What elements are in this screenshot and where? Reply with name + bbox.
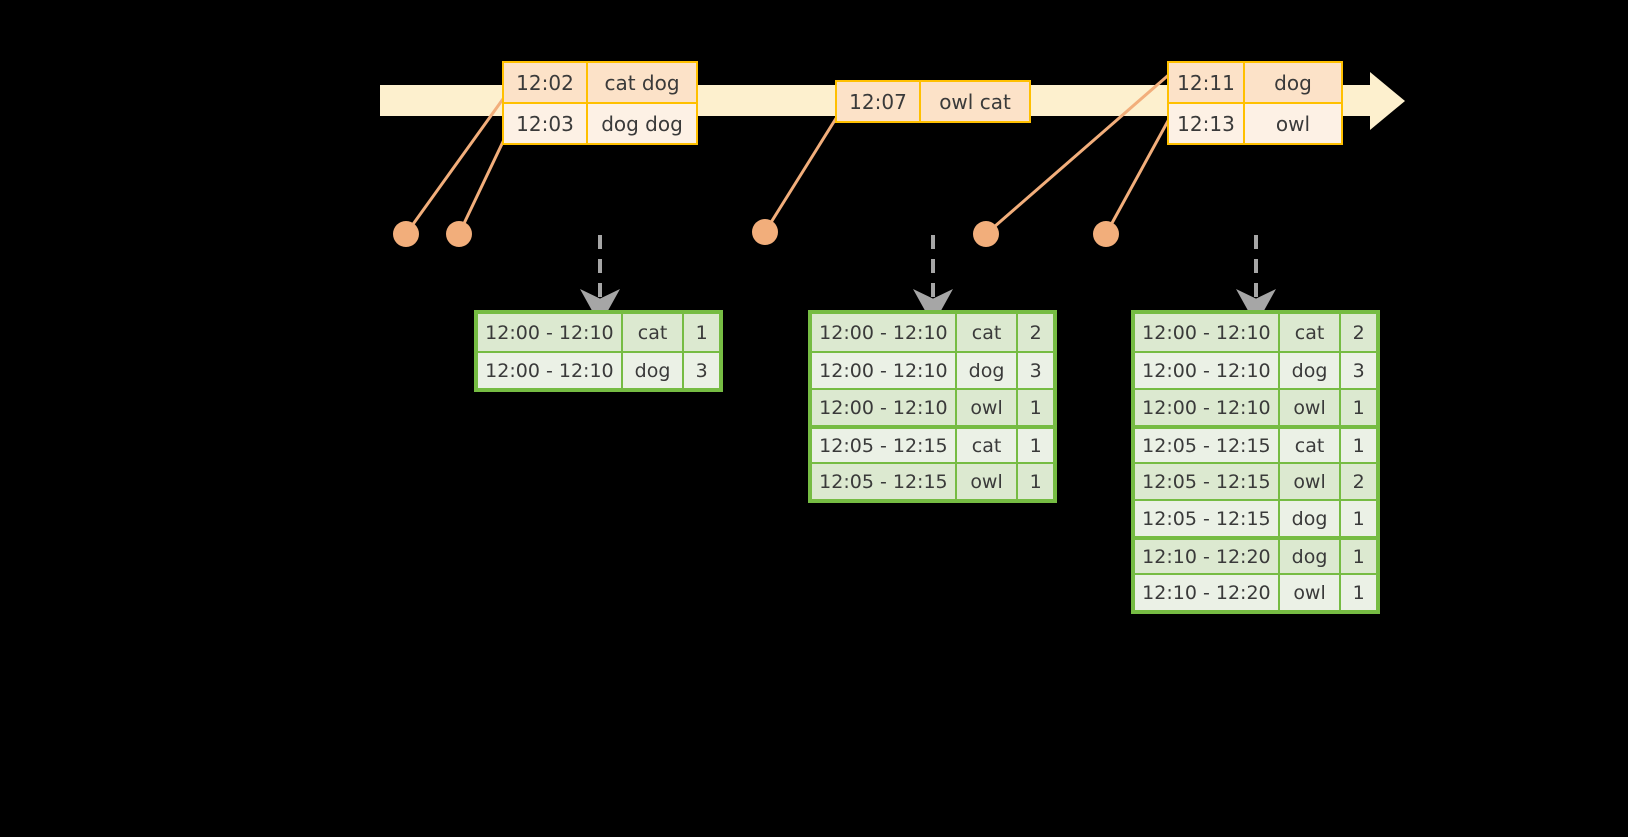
timeline-arrowhead-icon — [1370, 72, 1405, 130]
count-cell: 1 — [1339, 575, 1376, 610]
event-row: 12:02 cat dog — [504, 63, 696, 102]
event-time: 12:13 — [1169, 104, 1243, 143]
dashed-arrows — [580, 235, 1276, 325]
word-cell: cat — [954, 314, 1017, 351]
event-row: 12:13 owl — [1169, 102, 1341, 143]
event-time: 12:11 — [1169, 63, 1243, 102]
word-cell: dog — [954, 353, 1017, 388]
word-cell: cat — [954, 429, 1017, 462]
event-dot-icon — [446, 221, 472, 247]
window-cell: 12:00 - 12:10 — [478, 353, 621, 388]
word-cell: owl — [1277, 575, 1340, 610]
event-dot-icon — [752, 219, 778, 245]
window-cell: 12:00 - 12:10 — [812, 390, 955, 425]
count-cell: 1 — [1339, 540, 1376, 573]
count-cell: 1 — [1016, 390, 1053, 425]
count-cell: 1 — [1016, 464, 1053, 499]
event-row: 12:11 dog — [1169, 63, 1341, 102]
count-cell: 1 — [1016, 429, 1053, 462]
count-cell: 2 — [1339, 464, 1376, 499]
count-cell: 1 — [1339, 429, 1376, 462]
word-cell: dog — [1277, 540, 1340, 573]
window-cell: 12:00 - 12:10 — [1135, 314, 1278, 351]
window-cell: 12:00 - 12:10 — [1135, 390, 1278, 425]
event-dot-icon — [393, 221, 419, 247]
window-cell: 12:00 - 12:10 — [812, 353, 955, 388]
event-words: owl — [1243, 104, 1341, 143]
count-cell: 2 — [1016, 314, 1053, 351]
window-cell: 12:05 - 12:15 — [1135, 501, 1278, 536]
word-cell: cat — [1277, 429, 1340, 462]
count-cell: 1 — [1339, 390, 1376, 425]
event-row: 12:03 dog dog — [504, 102, 696, 143]
event-box-1207[interactable]: 12:07 owl cat — [835, 80, 1031, 123]
window-cell: 12:10 - 12:20 — [1135, 575, 1278, 610]
event-row: 12:07 owl cat — [837, 82, 1029, 121]
event-dot-icon — [973, 221, 999, 247]
count-cell: 3 — [1016, 353, 1053, 388]
event-box-1211-1213[interactable]: 12:11 dog 12:13 owl — [1167, 61, 1343, 145]
connector-line — [1104, 109, 1176, 235]
event-words: dog dog — [586, 104, 696, 143]
word-cell: owl — [1277, 390, 1340, 425]
count-cell: 2 — [1339, 314, 1376, 351]
window-cell: 12:00 - 12:10 — [812, 314, 955, 351]
event-words: owl cat — [919, 82, 1029, 121]
event-words: cat dog — [586, 63, 696, 102]
event-words: dog — [1243, 63, 1341, 102]
word-cell: cat — [620, 314, 683, 351]
word-cell: dog — [620, 353, 683, 388]
word-cell: owl — [1277, 464, 1340, 499]
window-cell: 12:05 - 12:15 — [812, 429, 955, 462]
count-cell: 1 — [1339, 501, 1376, 536]
event-time: 12:03 — [504, 104, 586, 143]
window-cell: 12:05 - 12:15 — [1135, 464, 1278, 499]
window-cell: 12:05 - 12:15 — [1135, 429, 1278, 462]
event-dot-icon — [1093, 221, 1119, 247]
word-cell: owl — [954, 464, 1017, 499]
window-cell: 12:05 - 12:15 — [812, 464, 955, 499]
word-cell: dog — [1277, 501, 1340, 536]
event-time: 12:07 — [837, 82, 919, 121]
window-cell: 12:00 - 12:10 — [1135, 353, 1278, 388]
connector-line — [763, 111, 842, 233]
count-cell: 1 — [682, 314, 719, 351]
word-cell: dog — [1277, 353, 1340, 388]
word-cell: cat — [1277, 314, 1340, 351]
event-box-1202-1203[interactable]: 12:02 cat dog 12:03 dog dog — [502, 61, 698, 145]
count-cell: 3 — [1339, 353, 1376, 388]
window-cell: 12:10 - 12:20 — [1135, 540, 1278, 573]
window-cell: 12:00 - 12:10 — [478, 314, 621, 351]
event-time: 12:02 — [504, 63, 586, 102]
connector-dots — [393, 219, 1119, 247]
word-cell: owl — [954, 390, 1017, 425]
count-cell: 3 — [682, 353, 719, 388]
